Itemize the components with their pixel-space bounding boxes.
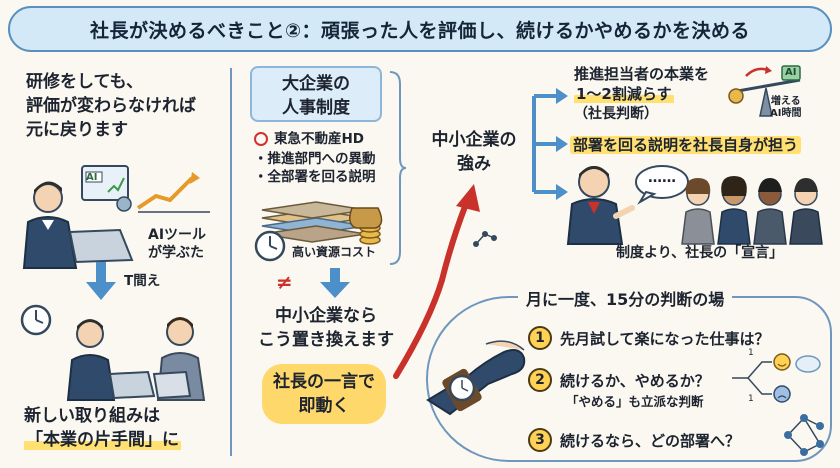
sad-face-icon: [773, 385, 791, 403]
number-badge: 2: [528, 368, 552, 392]
money-bag-icon: [349, 207, 383, 229]
decision-branch: [732, 353, 821, 403]
page-title: 社長が決めるべきこと②：頑張った人を評価し、続けるかやめるかを決める: [89, 19, 751, 42]
point1-text: 推進担当者の本業を 1〜2割減らす （社長判断）: [574, 65, 710, 122]
smile-face-icon: [773, 353, 791, 371]
person-laptop-illustration: [22, 165, 210, 269]
branch-arrows: [532, 88, 568, 200]
company-logo-icon: [254, 132, 268, 146]
ai-tool-label: AIツール が学ぶた: [148, 227, 207, 261]
president-declaration-caption: 制度より、社長の「宣言」: [616, 245, 784, 261]
meeting-item-1: 1 先月試して楽になった仕事は？: [528, 326, 770, 350]
meeting-item-3: 3 続けるなら、どの部署へ？: [528, 428, 740, 452]
resource-stack-illustration: [261, 201, 383, 245]
ai-small-tag: AI: [86, 172, 98, 183]
down-arrow-icon-left: [86, 262, 116, 300]
branch-bottom-count: 1: [748, 394, 754, 404]
branch-top-count: 1: [748, 348, 754, 358]
bracket-right: [389, 71, 407, 265]
sme-strength-label: 中小企業の 強み: [431, 130, 517, 174]
left-divider: [230, 68, 232, 456]
rising-red-arrow: [393, 184, 480, 379]
point2-text: 部署を回る説明を社長自身が担う: [570, 134, 802, 155]
president-and-staff-illustration: [566, 165, 823, 245]
number-badge: 3: [528, 428, 552, 452]
trend-arrow-icon: [136, 176, 194, 210]
not-equal-symbol: ≠: [276, 270, 293, 294]
page-title-bar: 社長が決めるべきこと②：頑張った人を評価し、続けるかやめるかを決める: [8, 6, 832, 52]
speech-bubble-text: ……: [648, 170, 676, 186]
arrow-label-left: T間え: [124, 273, 161, 289]
balance-scale-icon: [728, 65, 801, 117]
meeting-item-2: 2 続けるか、やめるか？: [528, 368, 710, 392]
cloud-icon: [795, 355, 821, 373]
president-word-pill: 社長の一言で 即動く: [262, 364, 386, 424]
two-workers-illustration: [20, 304, 206, 401]
down-arrow-icon-middle: [320, 268, 350, 298]
network-graph-icon: [784, 414, 824, 456]
clock-icon-middle: [254, 230, 286, 262]
cost-label: 高い資源コスト: [292, 245, 377, 259]
large-company-bullets: ・推進部門への異動 ・全部署を回る説明: [254, 151, 376, 185]
gear-icon: [116, 196, 132, 212]
meeting-title: 月に一度、15分の判断の場: [518, 286, 733, 310]
left-intro: 研修をしても、 評価が変わらなければ 元に戻ります: [26, 72, 196, 140]
ai-tag-right: AI: [785, 67, 797, 78]
wristwatch-icon: [426, 340, 526, 416]
replace-text: 中小企業なら こう置き換えます: [258, 306, 394, 350]
left-bottom-text: 新しい取り組みは 「本業の片手間」に: [24, 406, 181, 450]
network-dots-icon: [473, 231, 497, 247]
yen-coin-icon: [728, 88, 744, 104]
large-company-box: 大企業の 人事制度: [250, 66, 382, 122]
number-badge: 1: [528, 326, 552, 350]
ai-time-label: 増える AI時間: [770, 96, 802, 119]
company-name: 東急不動産HD: [254, 130, 364, 148]
meeting-sub-note: 「やめる」も立派な判断: [566, 394, 704, 409]
